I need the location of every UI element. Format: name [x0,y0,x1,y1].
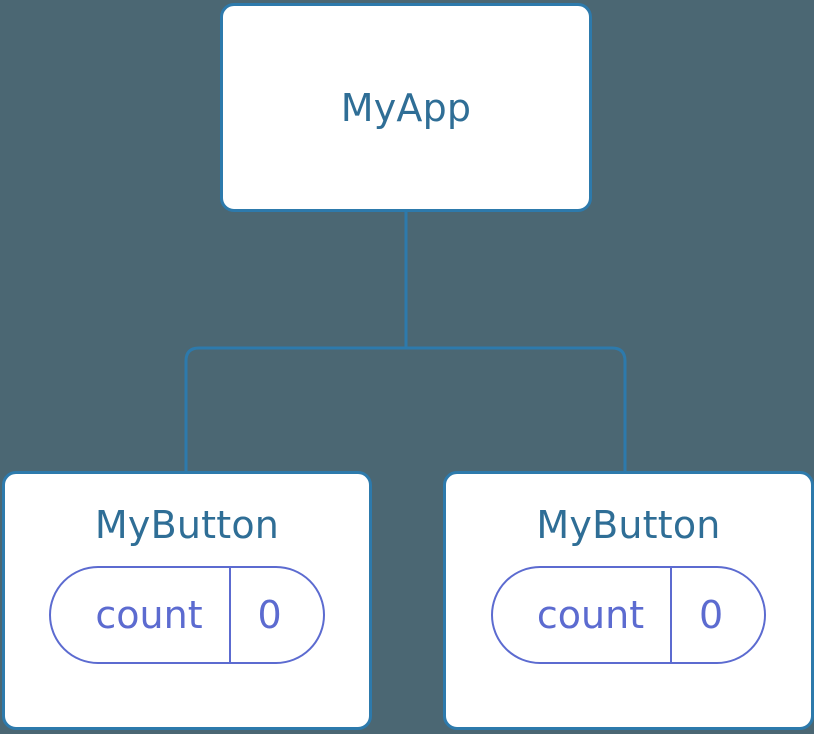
node-mybutton-right[interactable]: MyButton count 0 [443,471,814,730]
state-pill-right-divider [670,568,673,662]
node-myapp-label: MyApp [340,85,472,130]
node-mybutton-left[interactable]: MyButton count 0 [2,471,372,730]
node-mybutton-right-label: MyButton [536,503,721,547]
state-pill-left-key-cell: count [51,568,228,662]
state-pill-left-value-cell: 0 [231,568,323,662]
state-pill-right-key: count [536,593,645,637]
node-myapp[interactable]: MyApp [220,3,592,212]
state-pill-left[interactable]: count 0 [49,566,325,664]
state-pill-right-value: 0 [699,593,724,637]
state-pill-right[interactable]: count 0 [490,566,767,664]
state-pill-left-value: 0 [257,593,282,637]
state-pill-right-value-cell: 0 [672,568,764,662]
state-pill-left-key: count [95,593,203,637]
node-mybutton-left-label: MyButton [94,503,280,547]
state-pill-right-key-cell: count [493,568,670,662]
edge-root-to-child-left [184,346,406,474]
edge-root-to-child-right [406,346,627,474]
state-pill-left-divider [228,568,231,662]
